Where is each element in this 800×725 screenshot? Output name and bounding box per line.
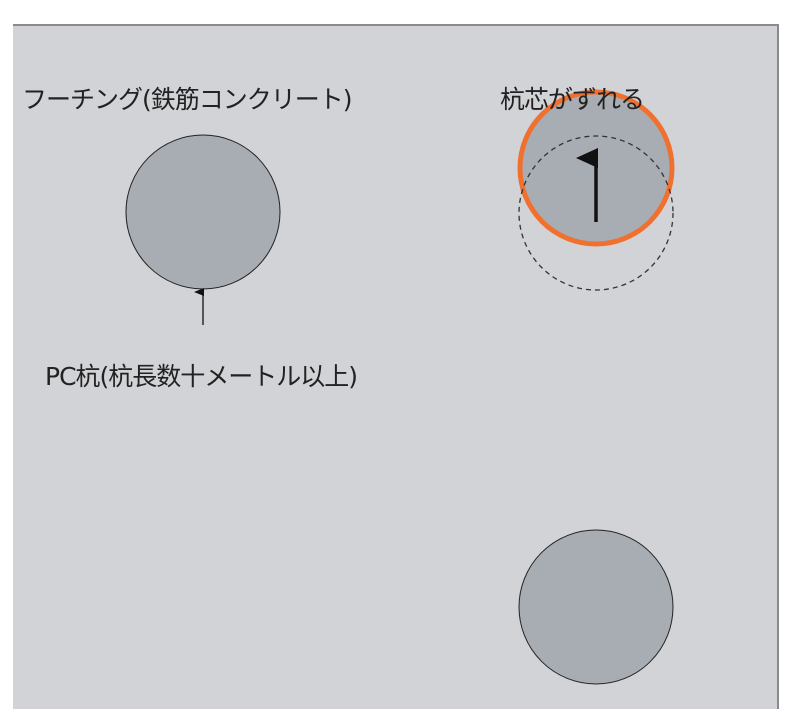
footing-label: フーチング(鉄筋コンクリート) [22,85,353,114]
original-position-dashed-circle [518,135,674,291]
shift-label: 杭芯がずれる [500,85,645,114]
pile-circle [125,134,281,290]
pile-label: PC杭(杭長数十メートル以上) [45,362,358,391]
pile-circle-bottom [518,529,674,685]
